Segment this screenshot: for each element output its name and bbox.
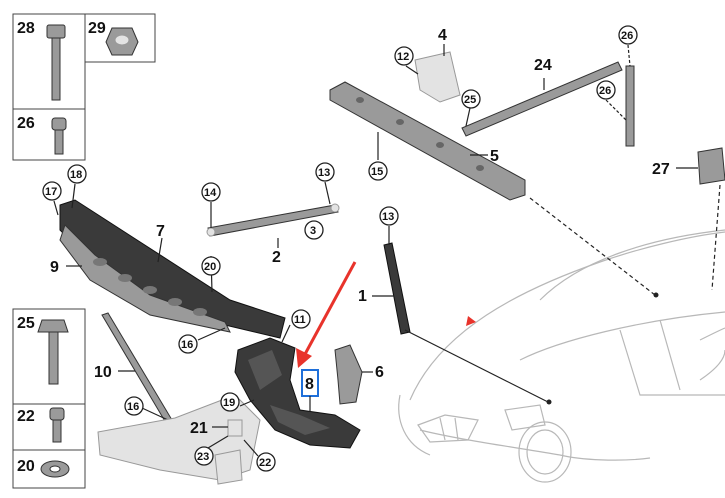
- part-27-bracket: [697, 147, 725, 185]
- callout-5: 5: [490, 148, 499, 165]
- callout-15: 15: [371, 166, 383, 178]
- part-2-strut: [206, 203, 340, 237]
- callout-19: 19: [223, 397, 235, 409]
- callout-22: 22: [17, 408, 35, 425]
- callout-18: 18: [70, 169, 82, 181]
- part-7-beam: [59, 199, 286, 339]
- callout-26: 26: [17, 115, 35, 132]
- callout-27: 27: [652, 161, 670, 178]
- callout-6: 6: [375, 364, 384, 381]
- callout-21: 21: [190, 420, 208, 437]
- callout-11: 11: [294, 314, 306, 326]
- callout-10: 10: [94, 364, 112, 381]
- part-1-strut: [383, 242, 411, 335]
- pointer-arrow: [296, 261, 476, 368]
- callout-16: 16: [181, 339, 193, 351]
- callout-3: 3: [310, 225, 316, 237]
- callout-13a: 13: [318, 167, 330, 179]
- part-4-bracket: [414, 51, 461, 103]
- parts-box-28-29: [12, 13, 156, 161]
- callout-14: 14: [204, 187, 217, 199]
- parts-box-25-22-20: [12, 308, 86, 489]
- callout-22b: 22: [259, 457, 271, 469]
- clip-21: [227, 419, 243, 437]
- callout-4: 4: [438, 27, 447, 44]
- callout-25: 25: [17, 315, 35, 332]
- callout-17: 17: [45, 186, 57, 198]
- part-6-bracket: [334, 344, 363, 405]
- bottom-bracket: [97, 394, 261, 485]
- callout-9: 9: [50, 259, 59, 276]
- callout-24: 24: [534, 57, 552, 74]
- callout-26b: 26: [621, 30, 633, 42]
- callout-7: 7: [156, 223, 165, 240]
- callout-16b: 16: [127, 401, 139, 413]
- callout-23: 23: [197, 451, 209, 463]
- callout-28: 28: [17, 20, 35, 37]
- part-5-crossmember: [329, 81, 526, 201]
- callout-12: 12: [397, 51, 409, 63]
- part-24-rod: [461, 61, 635, 147]
- callout-29: 29: [88, 20, 106, 37]
- callout-13b: 13: [382, 211, 394, 223]
- part-8-air-duct: [234, 337, 361, 449]
- callout-20: 20: [17, 458, 35, 475]
- callout-20b: 20: [204, 261, 216, 273]
- callout-8: 8: [305, 376, 314, 393]
- callout-1: 1: [358, 288, 367, 305]
- callout-26c: 26: [599, 85, 611, 97]
- callout-2: 2: [272, 249, 281, 266]
- callout-25b: 25: [464, 94, 476, 106]
- car-outline: [398, 229, 725, 483]
